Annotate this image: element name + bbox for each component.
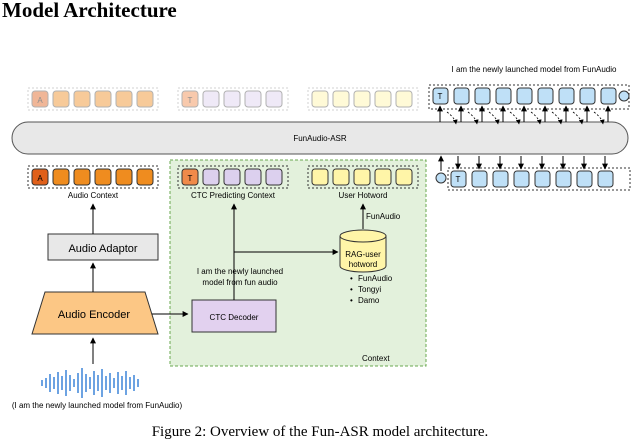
- hotword-item-2: Tongyi: [358, 285, 381, 294]
- audio-context-tokens: [31, 168, 154, 186]
- funaudio-asr-label: FunAudio-ASR: [293, 134, 347, 143]
- ctc-decoder-label: CTC Decoder: [210, 313, 259, 322]
- audio-context-label: Audio Context: [68, 191, 119, 200]
- start-token-icon: [435, 172, 447, 184]
- output-bottom-letter: T: [456, 175, 461, 184]
- faded-audio-letter: A: [37, 96, 43, 105]
- output-tokens-top: [432, 87, 630, 105]
- page-title: Model Architecture: [2, 0, 177, 22]
- ctc-context-group: [177, 165, 289, 189]
- decoder-arrows: [437, 105, 611, 171]
- faded-ctc-tokens: T: [177, 87, 289, 111]
- hotword-bullet-1: •: [350, 274, 353, 283]
- input-transcript: (I am the newly launched model from FunA…: [12, 401, 183, 410]
- hotword-tokens: [311, 168, 413, 186]
- ctc-output-line2: model from fun audio: [202, 278, 278, 287]
- faded-audio-tokens: A: [27, 87, 159, 111]
- hotword-item-1: FunAudio: [358, 274, 393, 283]
- output-top-letter: T: [438, 92, 443, 101]
- ctc-token-letter: T: [188, 174, 193, 183]
- hotword-bullet-2: •: [350, 285, 353, 294]
- ctc-output-line1: I am the newly launched: [197, 267, 283, 276]
- audio-context-group: [27, 165, 159, 189]
- audio-encoder-box: [31, 291, 159, 335]
- rag-database-icon: [339, 229, 387, 273]
- funaudio-asr-bar: [11, 121, 629, 155]
- user-hotword-label: User Hotword: [339, 191, 388, 200]
- rag-label-line2: hotword: [349, 260, 377, 269]
- output-sentence: I am the newly launched model from FunAu…: [452, 65, 618, 74]
- audio-token-letter: A: [37, 174, 43, 183]
- ctc-context-tokens: [181, 168, 283, 186]
- figure-caption: Figure 2: Overview of the Fun-ASR model …: [151, 424, 489, 440]
- rag-label-line1: RAG-user: [345, 250, 381, 259]
- feedback-arrows: [446, 111, 605, 125]
- retrieved-hotword: FunAudio: [366, 212, 401, 221]
- audio-adaptor-label: Audio Adaptor: [68, 243, 137, 255]
- audio-encoder-label: Audio Encoder: [58, 309, 130, 321]
- hotword-bullet-3: •: [350, 296, 353, 305]
- hotword-group: [307, 165, 419, 189]
- faded-ctc-letter: T: [188, 96, 193, 105]
- hotword-item-3: Damo: [358, 296, 380, 305]
- faded-hotword-tokens: [307, 87, 419, 111]
- audio-adaptor-box: [47, 233, 159, 261]
- audio-waveform-icon: [41, 368, 139, 398]
- output-tokens-bottom: [450, 170, 614, 188]
- ctc-context-label: CTC Predicting Context: [191, 191, 276, 200]
- context-region-label: Context: [362, 354, 390, 363]
- input-token-group: [447, 167, 631, 191]
